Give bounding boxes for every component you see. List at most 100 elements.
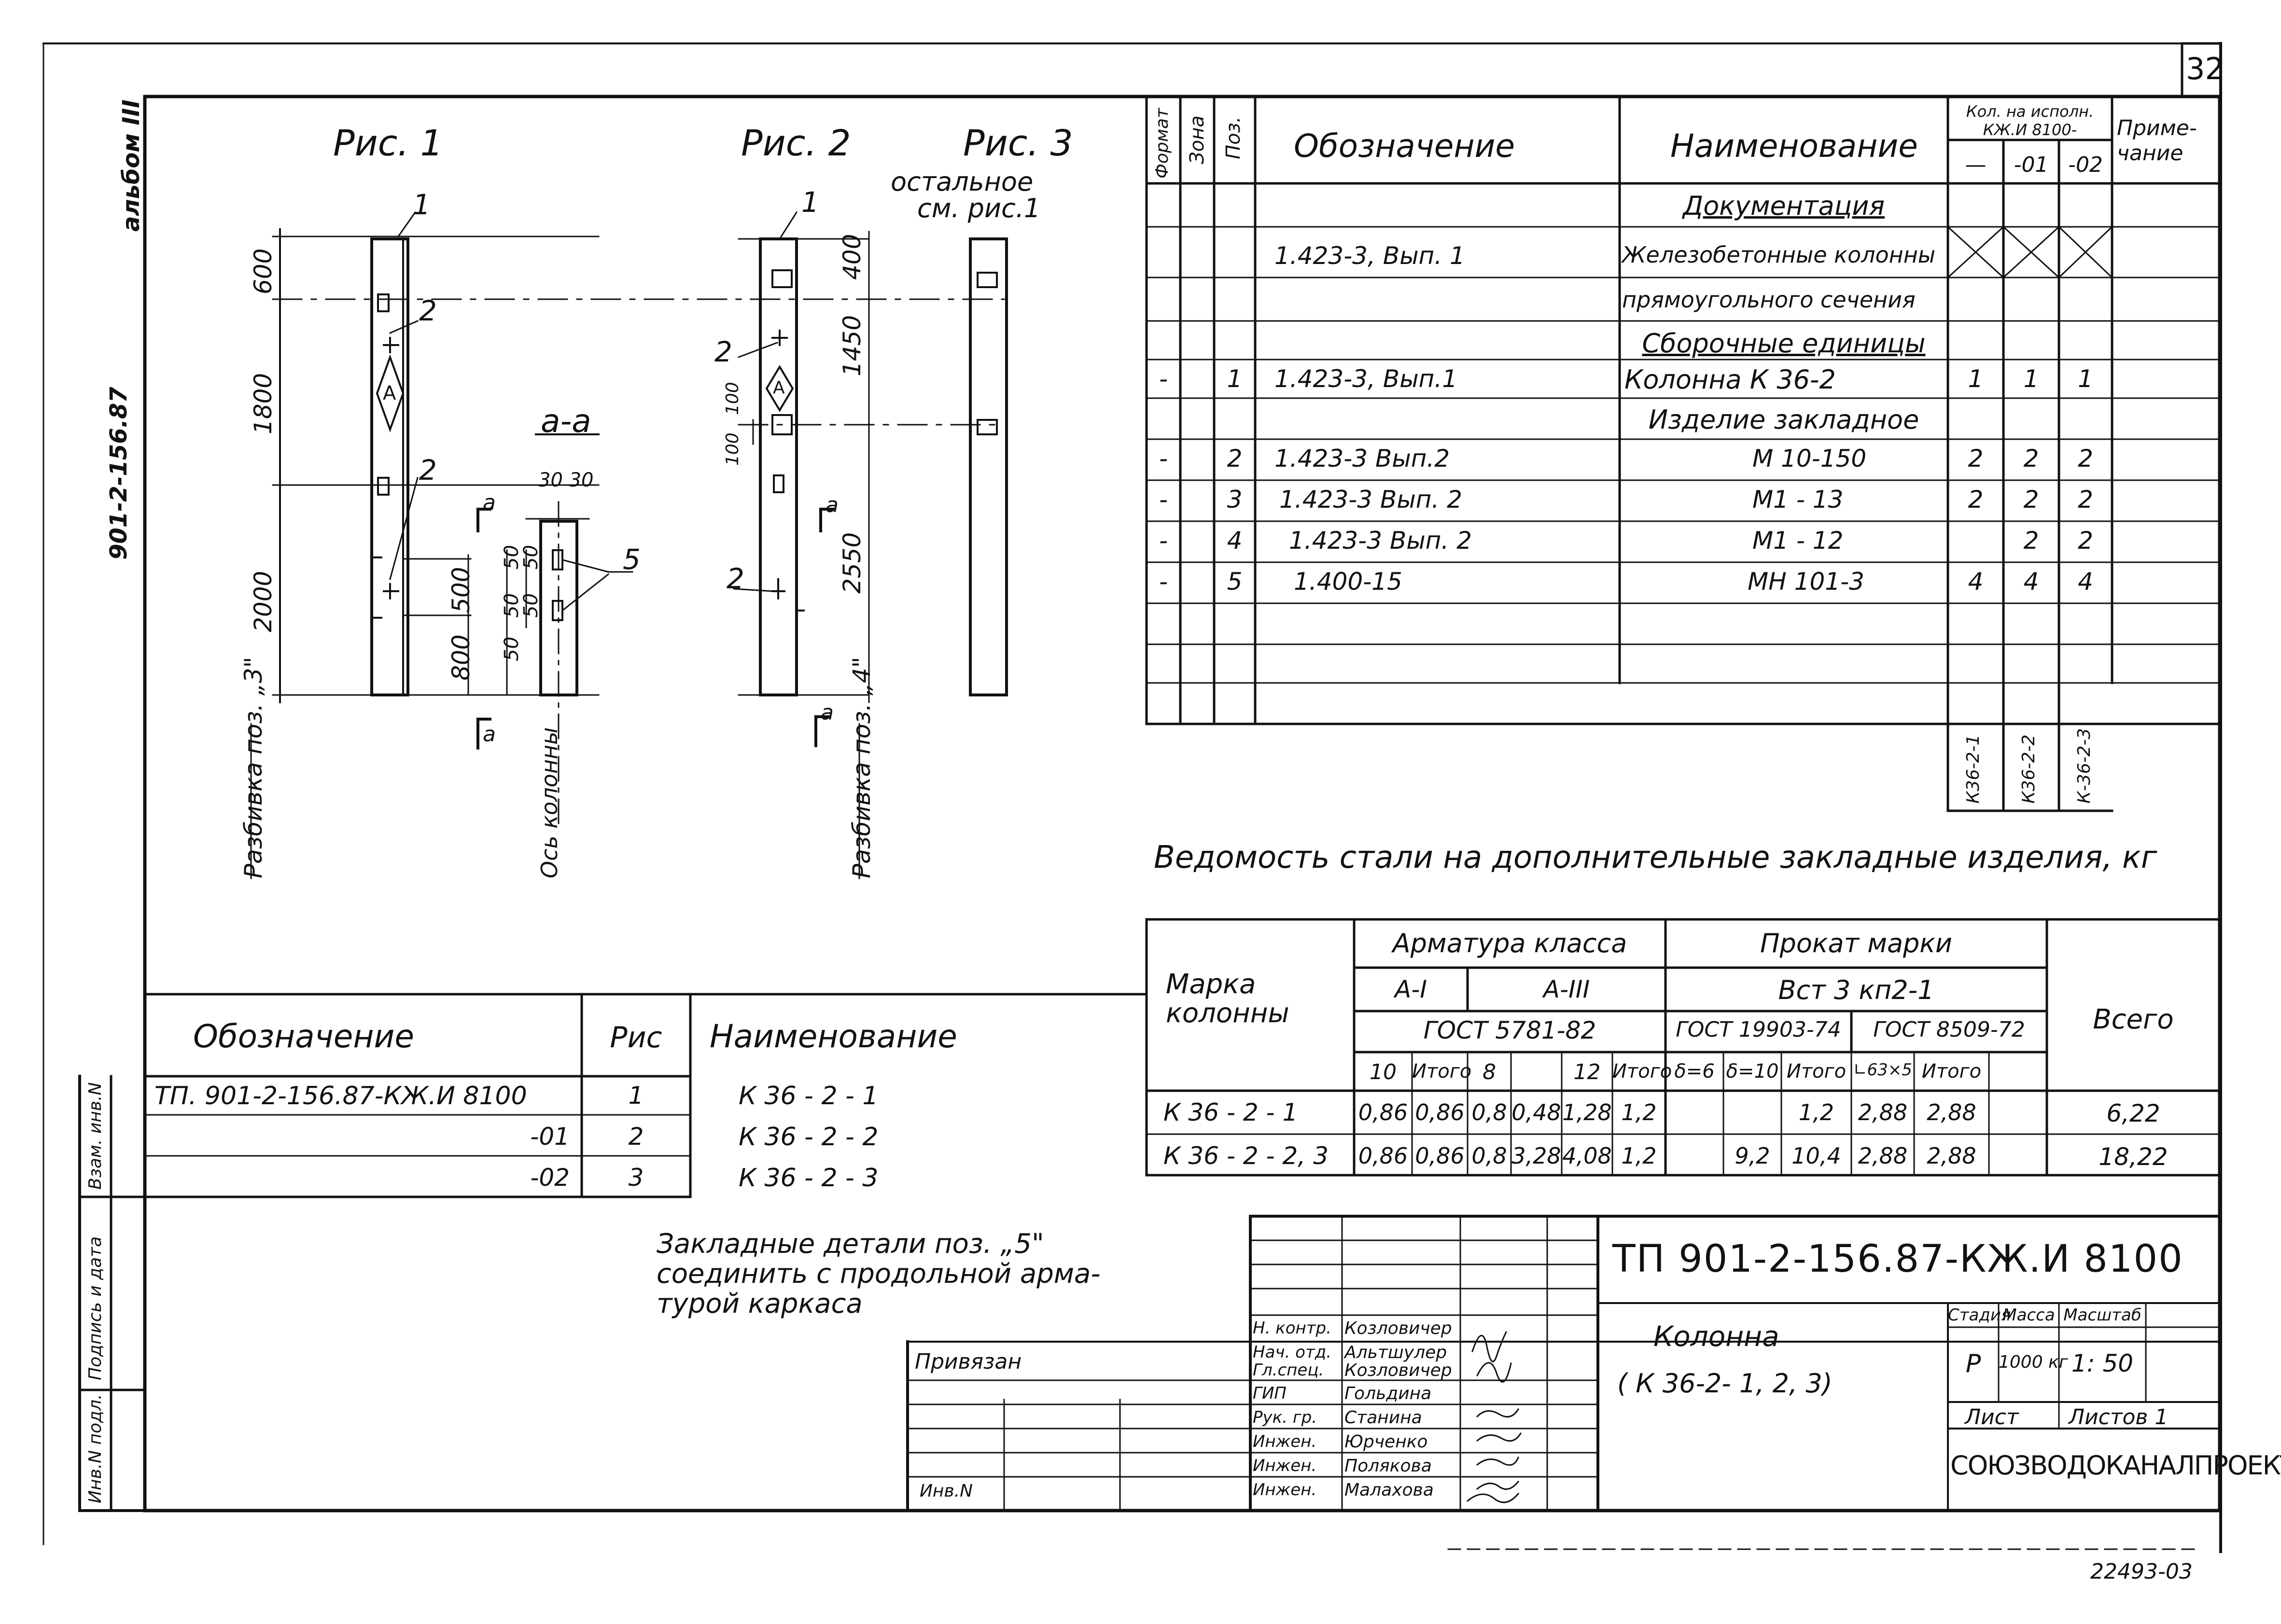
steel-row-2-v1: 0,86: [1358, 1143, 1408, 1169]
ref-table-grid: [143, 993, 1148, 1198]
spec-row-5-designation: 1.423-3, Вып.1: [1274, 365, 1457, 393]
spec-row-9-dash: -: [1159, 527, 1168, 555]
steel-row-1-v1: 0,86: [1358, 1099, 1408, 1125]
spec-row-7-q1: 2: [1968, 444, 1984, 472]
spec-h-qty-3: -02: [2068, 153, 2103, 177]
fig2-cut-top: а: [826, 493, 839, 517]
dim-100b: 100: [723, 432, 742, 466]
axis-column-label: Ось колонны: [536, 727, 562, 878]
breakdown-fig2: Разбивка поз. „4": [848, 656, 876, 878]
signer-name-5: Станина: [1344, 1408, 1422, 1428]
fig1-callout-2a: 2: [419, 294, 437, 327]
steel-h-total: Всего: [2093, 1004, 2174, 1035]
ref-h-name: Наименование: [710, 1018, 957, 1055]
steel-sub-10: Итого: [1921, 1060, 1982, 1083]
steel-sub-4: 12: [1573, 1060, 1601, 1084]
section-dim-50d: 50: [520, 593, 542, 618]
title-stage-label: Стадия: [1948, 1305, 2011, 1325]
spec-footer-mark-2: К36-2-2: [2019, 734, 2039, 804]
steel-row-1-v2: 0,86: [1415, 1099, 1465, 1125]
title-privyazan: Привязан: [915, 1349, 1022, 1374]
spec-row-10-dash: -: [1159, 568, 1168, 596]
note-line-3: турой каркаса: [657, 1288, 863, 1319]
fig2-callout-2a: 2: [714, 335, 732, 368]
steel-h-gost1: ГОСТ 5781-82: [1423, 1016, 1596, 1044]
signer-role-1: Н. контр.: [1253, 1319, 1331, 1338]
section-callout-5: 5: [623, 543, 641, 576]
spec-h-pos: Поз.: [1222, 116, 1245, 159]
signer-role-4: ГИП: [1253, 1384, 1287, 1403]
spec-footer-mark-1: К36-2-1: [1963, 734, 1983, 804]
spec-row-8-designation: 1.423-3 Вып. 2: [1279, 486, 1462, 514]
spec-row-8-q3: 2: [2078, 486, 2093, 514]
title-block-grid: [906, 1215, 2221, 1512]
fig1-callout-2b: 2: [419, 454, 437, 486]
fig2-cut-bottom: а: [821, 700, 834, 725]
signer-role-5: Рук. гр.: [1253, 1408, 1317, 1427]
title-scale-label: Масштаб: [2063, 1305, 2141, 1325]
title-inv: Инв.N: [920, 1481, 973, 1501]
spec-row-7-dash: -: [1159, 444, 1168, 472]
steel-row-2-v2: 0,86: [1415, 1143, 1465, 1169]
section-aa-graphics: [476, 433, 633, 831]
steel-sub-3: 8: [1483, 1060, 1496, 1084]
signer-name-8: Малахова: [1344, 1480, 1434, 1500]
steel-row-2-v3: 0,8: [1471, 1143, 1507, 1169]
signer-role-2: Нач. отд.: [1253, 1343, 1332, 1362]
spec-row-9-name: М1 - 12: [1752, 527, 1844, 555]
section-aa-title: а-а: [541, 403, 591, 440]
spec-row-5-name: Колонна К 36-2: [1624, 364, 1836, 395]
spec-row-7-designation: 1.423-3 Вып.2: [1274, 444, 1450, 472]
steel-sub-8: Итого: [1786, 1060, 1847, 1083]
ref-row-3-fig: 3: [628, 1164, 644, 1192]
section-dim-50a: 50: [501, 545, 523, 569]
spec-row-5-q2: 1: [2023, 365, 2039, 393]
spec-row-10-q2: 4: [2023, 568, 2039, 596]
spec-row-10-designation: 1.400-15: [1294, 568, 1402, 596]
spec-row-2-name: Железобетонные колонны: [1622, 242, 1936, 268]
signer-name-4: Гольдина: [1344, 1384, 1432, 1403]
spec-row-5-q3: 1: [2078, 365, 2093, 393]
fig3-graphics: [969, 237, 1008, 696]
fig3-note-line2: см. рис.1: [917, 193, 1041, 223]
spec-row-2-designation: 1.423-3, Вып. 1: [1274, 242, 1465, 270]
section-dim-50c: 50: [501, 593, 523, 618]
spec-table-grid: [1145, 95, 2221, 812]
spec-row-8-name: М1 - 13: [1752, 486, 1844, 514]
steel-table-grid: [1145, 918, 2221, 1177]
signer-role-3: Гл.спец.: [1253, 1360, 1324, 1380]
fig3-title: Рис. 3: [963, 123, 1073, 164]
fig1-mark-A: А: [383, 382, 396, 404]
steel-row-1-v3: 0,8: [1471, 1099, 1507, 1125]
steel-row-1-v9: 2,88: [1858, 1099, 1908, 1125]
steel-row-2-v4: 3,28: [1511, 1143, 1561, 1169]
signature-scribbles: [1466, 1331, 1522, 1503]
ref-row-1-designation: ТП. 901-2-156.87-КЖ.И 8100: [154, 1082, 527, 1110]
steel-row-2-v7: 9,2: [1735, 1143, 1770, 1169]
steel-row-2-v9: 2,88: [1858, 1143, 1908, 1169]
spec-footer-mark-3: К-36-2-3: [2074, 728, 2094, 804]
steel-sub-1: 10: [1370, 1060, 1397, 1084]
steel-row-2-mark: К 36 - 2 - 2, 3: [1163, 1142, 1329, 1170]
steel-row-1-v8: 1,2: [1798, 1099, 1834, 1125]
spec-h-qty-1: —: [1965, 153, 1987, 177]
signer-role-6: Инжен.: [1253, 1432, 1317, 1451]
steel-h-gost3: ГОСТ 8509-72: [1873, 1017, 2025, 1042]
note-line-2: соединить с продольной арма-: [657, 1258, 1101, 1290]
spec-row-8-pos: 3: [1227, 486, 1243, 514]
section-cut-top: а: [483, 490, 496, 515]
strip-podpis: Подпись и дата: [85, 1236, 105, 1380]
spec-h-format: Формат: [1152, 108, 1172, 179]
dim-2000: 2000: [249, 570, 277, 632]
spec-row-7-pos: 2: [1227, 444, 1243, 472]
project-side-code: 901-2-156.87: [105, 387, 132, 560]
steel-sub-6: δ=6: [1674, 1060, 1715, 1083]
ref-h-fig: Рис: [610, 1021, 662, 1055]
steel-row-1-mark: К 36 - 2 - 1: [1163, 1098, 1298, 1126]
spec-row-7-name: М 10-150: [1752, 444, 1867, 472]
fig1-callout-1: 1: [413, 188, 431, 221]
steel-h-a1: А-I: [1395, 975, 1427, 1003]
dim-500: 500: [447, 567, 475, 613]
title-mass: 1000 кг: [1999, 1352, 2068, 1372]
signer-name-7: Полякова: [1344, 1456, 1432, 1476]
